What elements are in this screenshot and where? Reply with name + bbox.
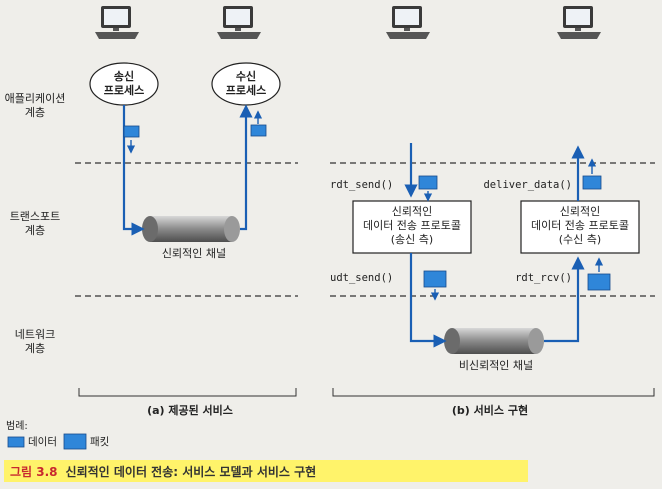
- caption-service-implementation: (b) 서비스 구현: [451, 404, 529, 417]
- pipe-end: [224, 216, 240, 242]
- network-layer-label: 네트워크 계층: [14, 328, 56, 355]
- legend-packet-label: 패킷: [90, 436, 110, 448]
- computer-icon: [95, 6, 139, 39]
- data-block-icon: [123, 125, 140, 138]
- data-block-icon: [250, 124, 267, 137]
- legend-data-label: 데이터: [28, 436, 57, 448]
- figure-caption: 그림 3.8 신뢰적인 데이터 전송: 서비스 모델과 서비스 구현: [10, 463, 316, 480]
- transport-layer-label: 트랜스포트 계층: [9, 210, 61, 237]
- figure-number: 그림 3.8: [10, 465, 58, 479]
- udt-send-label: udt_send(): [330, 272, 394, 284]
- legend-title: 범례:: [6, 421, 28, 432]
- computer-icon: [217, 6, 261, 39]
- left-data-path: [122, 104, 253, 236]
- reliable-channel-label: 신뢰적인 채널: [161, 247, 227, 260]
- pipe-end: [444, 328, 460, 354]
- packet-block-icon: [423, 270, 447, 288]
- legend-packet-swatch: [63, 433, 87, 450]
- section-brackets: [78, 388, 655, 397]
- reliable-channel-pipe: [150, 216, 232, 242]
- pipe-end: [528, 328, 544, 354]
- sender-process-label: 송신 프로세스: [103, 70, 145, 97]
- data-block-icon: [418, 175, 438, 190]
- figure-title: 신뢰적인 데이터 전송: 서비스 모델과 서비스 구현: [65, 465, 317, 479]
- right-data-path: [404, 143, 585, 348]
- pipe-end: [142, 216, 158, 242]
- caption-provided-service: (a) 제공된 서비스: [147, 404, 233, 417]
- deliver-data-label: deliver_data(): [483, 179, 572, 191]
- computer-icon: [386, 6, 430, 39]
- receiver-protocol-box: [520, 200, 640, 254]
- rdt-rcv-label: rdt_rcv(): [515, 272, 572, 284]
- receiver-process-label: 수신 프로세스: [225, 70, 267, 97]
- caption-highlight: [4, 460, 528, 482]
- sender-protocol-box: [352, 200, 472, 254]
- packet-block-icon: [587, 273, 611, 291]
- legend-data-swatch: [7, 436, 25, 448]
- layer-boundaries: [75, 162, 655, 297]
- rdt-send-label: rdt_send(): [330, 179, 394, 191]
- sender-protocol-label: 신뢰적인 데이터 전송 프로토콜 (송신 측): [362, 205, 462, 246]
- unreliable-channel-pipe: [452, 328, 536, 354]
- computer-icon: [557, 6, 601, 39]
- unreliable-channel-label: 비신뢰적인 채널: [458, 359, 534, 372]
- data-block-icon: [582, 175, 602, 190]
- application-layer-label: 애플리케이션 계층: [4, 92, 66, 119]
- receiver-protocol-label: 신뢰적인 데이터 전송 프로토콜 (수신 측): [530, 205, 630, 246]
